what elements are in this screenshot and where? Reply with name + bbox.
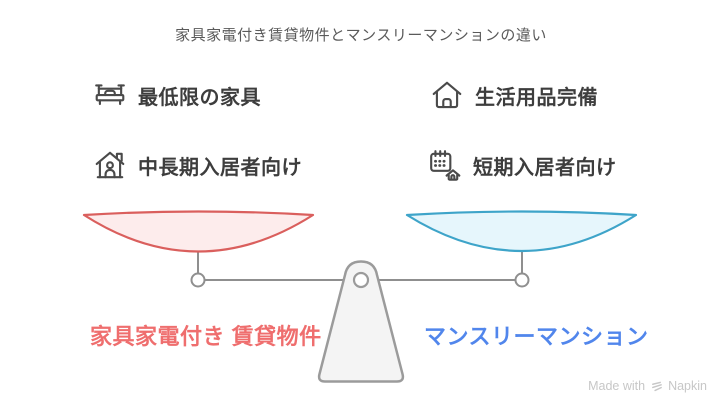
feature-label: 生活用品完備 bbox=[475, 86, 598, 109]
feature-item-mid-long-term: 中長期入居者向け bbox=[93, 148, 302, 182]
watermark-prefix: Made with bbox=[588, 379, 646, 393]
page-title: 家具家電付き賃貸物件とマンスリーマンションの違い bbox=[175, 27, 547, 44]
napkin-logo-icon bbox=[652, 381, 662, 391]
feature-label: 中長期入居者向け bbox=[138, 156, 302, 179]
calendar-house-icon bbox=[430, 150, 461, 181]
fulcrum bbox=[317, 260, 405, 383]
house-person-icon bbox=[95, 151, 125, 179]
feature-item-daily-goods: 生活用品完備 bbox=[430, 78, 598, 112]
watermark-brand: Napkin bbox=[668, 379, 707, 393]
napkin-watermark[interactable]: Made with Napkin bbox=[588, 379, 707, 393]
fulcrum-hole bbox=[352, 271, 370, 289]
right-pan-label: マンスリーマンション bbox=[424, 324, 649, 349]
left-pan bbox=[82, 210, 315, 253]
left-pivot-circle bbox=[190, 272, 206, 288]
feature-item-minimal-furniture: 最低限の家具 bbox=[93, 78, 261, 112]
feature-label: 短期入居者向け bbox=[473, 156, 617, 179]
feature-label: 最低限の家具 bbox=[138, 86, 261, 109]
right-pivot-circle bbox=[514, 272, 530, 288]
feature-item-short-term: 短期入居者向け bbox=[428, 148, 617, 182]
bed-icon bbox=[95, 84, 125, 106]
right-pan bbox=[405, 210, 638, 252]
left-pan-label: 家具家電付き 賃貸物件 bbox=[90, 324, 322, 349]
house-icon bbox=[432, 81, 462, 109]
